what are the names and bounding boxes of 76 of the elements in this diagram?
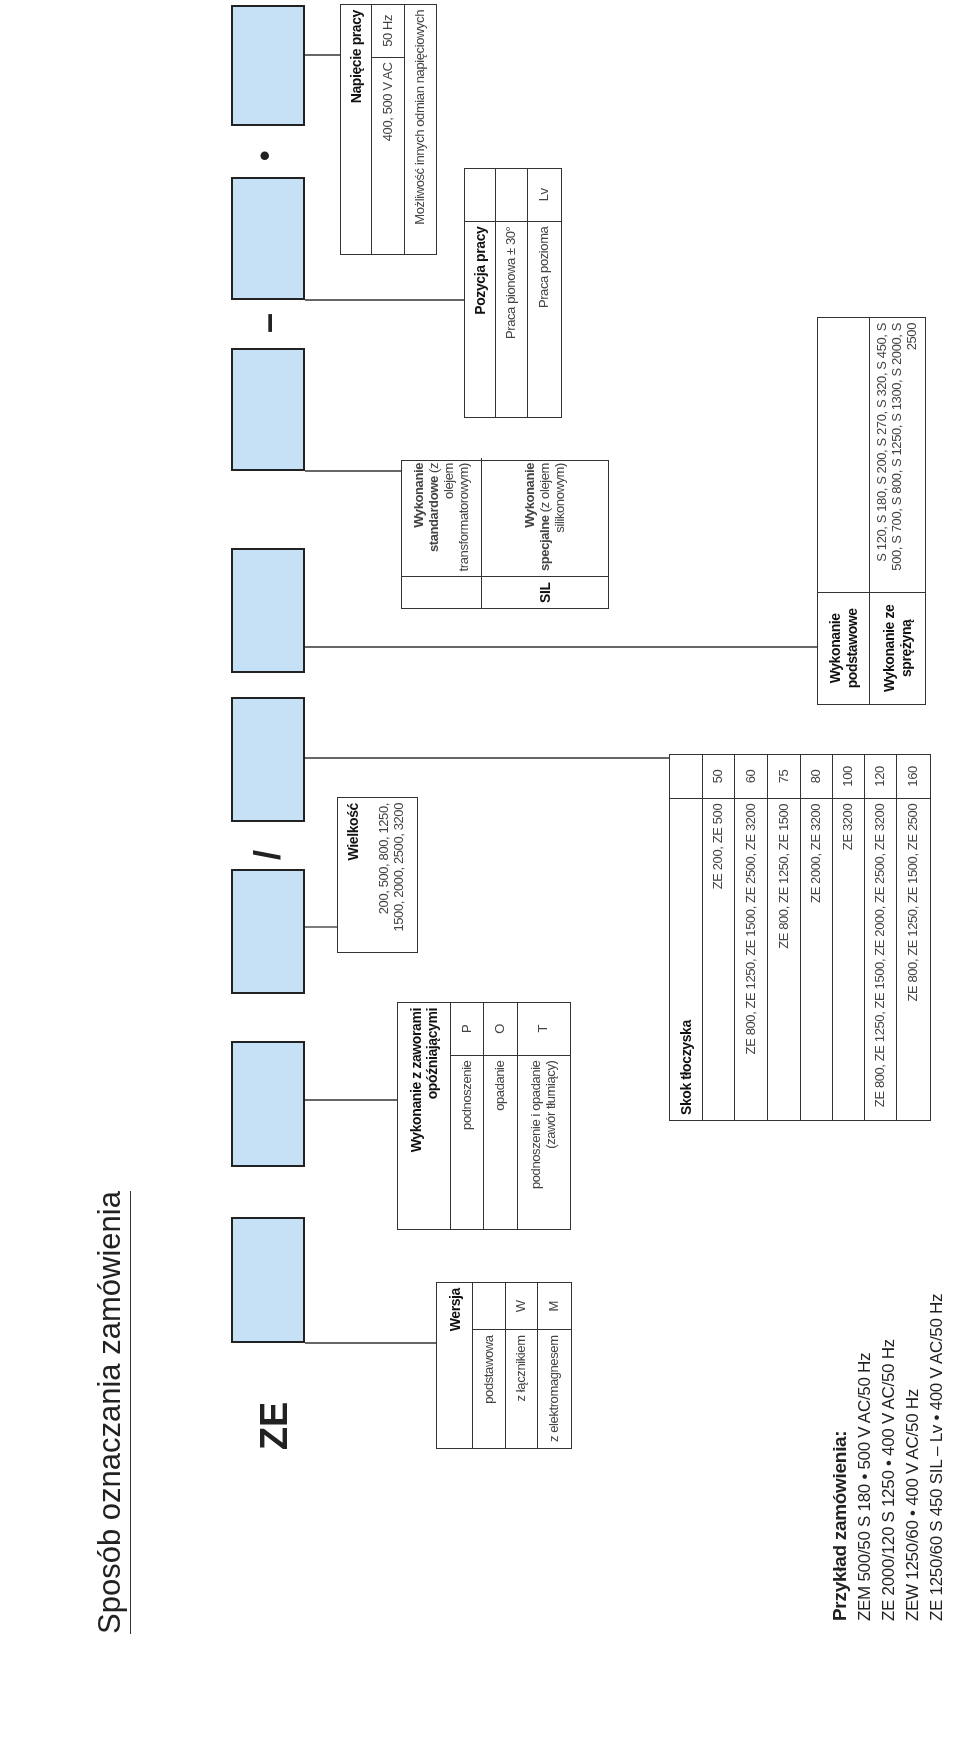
option-text: Praca pozioma xyxy=(527,220,561,417)
connector-line xyxy=(304,646,818,648)
table-heading: Wykonanie podstawowe xyxy=(818,591,870,704)
option-text: opadanie xyxy=(484,1054,518,1229)
option-text: ZE 800, ZE 1250, ZE 1500, ZE 2500 xyxy=(897,797,930,1120)
option-text: podstawowa xyxy=(473,1329,506,1448)
option-text: ZE 800, ZE 1250, ZE 1500 xyxy=(768,797,801,1120)
option-table xyxy=(337,797,418,953)
code-entry-box xyxy=(231,1217,305,1343)
option-text: podnoszenie xyxy=(451,1054,484,1229)
code-entry-box xyxy=(231,1041,305,1167)
code-entry-box xyxy=(231,348,305,471)
order-code: 75 xyxy=(768,755,801,798)
order-code: 100 xyxy=(832,755,865,798)
code-entry-box xyxy=(231,5,305,126)
option-table xyxy=(401,460,609,609)
table-heading: Napięcie pracy xyxy=(341,5,373,254)
separator-mark: / xyxy=(248,850,288,860)
option-table xyxy=(464,168,562,418)
option-text: 400, 500 V AC xyxy=(372,56,405,254)
option-table xyxy=(397,1002,571,1230)
order-code: P xyxy=(451,1003,484,1055)
option-text: Praca pionowa ± 30° xyxy=(496,220,528,417)
separator-mark: • xyxy=(248,150,281,161)
option-text: ZE 3200 xyxy=(832,797,865,1120)
table-heading: Wykonanie z zaworami opóźniającymi xyxy=(398,1003,452,1229)
order-code: O xyxy=(484,1003,518,1055)
option-text: ZE 800, ZE 1250, ZE 1500, ZE 2500, ZE 3200 xyxy=(735,797,769,1120)
option-text: z elektromagnesem xyxy=(538,1329,571,1448)
option-text: podnoszenie i opadanie (zawór tłumiący) xyxy=(517,1054,570,1229)
order-code: 50 Hz xyxy=(372,5,405,57)
table-heading: SIL xyxy=(482,576,608,608)
order-code: Lv xyxy=(534,187,552,204)
table-heading: Pozycja pracy xyxy=(465,220,497,417)
option-text: ZE 2000, ZE 3200 xyxy=(801,797,833,1120)
example-line: ZEM 500/50 S 180 • 500 V AC/50 Hz xyxy=(856,1352,875,1621)
option-table xyxy=(340,4,437,255)
connector-line xyxy=(304,1099,398,1101)
connector-line xyxy=(304,757,670,759)
option-text: z łącznikiem xyxy=(505,1329,539,1448)
connector-line xyxy=(304,1342,437,1344)
option-table xyxy=(436,1282,572,1449)
code-entry-box xyxy=(231,177,305,300)
order-code: 160 xyxy=(904,765,922,789)
code-entry-box xyxy=(231,869,305,994)
code-entry-box xyxy=(231,548,305,673)
code-prefix: ZE xyxy=(254,1402,296,1450)
option-table xyxy=(817,317,926,705)
table-heading: Wersja xyxy=(437,1283,474,1448)
connector-line xyxy=(304,54,341,56)
table-heading: Wielkość xyxy=(343,802,362,863)
option-table xyxy=(669,754,931,1121)
connector-line xyxy=(304,470,402,472)
option-text: S 120, S 180, S 200, S 270, S 320, S 450, S 500, S 700, S 800, S 1250, S 1300, S 2000, S 2500 xyxy=(873,322,920,573)
connector-line xyxy=(304,926,338,928)
separator-mark: – xyxy=(248,313,288,333)
option-text: Możliwość innych odmian napięciowych xyxy=(410,9,428,227)
option-text: 200, 500, 800, 1250, 1500, 2000, 2500, 3200 xyxy=(375,802,408,934)
order-code: 50 xyxy=(702,755,736,798)
page-title: Sposób oznaczania zamówienia xyxy=(92,1191,131,1634)
option-text: ZE 200, ZE 500 xyxy=(702,797,736,1120)
example-heading: Przykład zamówienia: xyxy=(830,1430,851,1621)
order-code: 80 xyxy=(801,755,833,798)
code-entry-box xyxy=(231,697,305,822)
order-code: M xyxy=(545,1300,563,1314)
example-line: ZE 2000/120 S 1250 • 400 V AC/50 Hz xyxy=(880,1339,899,1621)
order-code: 60 xyxy=(735,755,769,798)
order-code: T xyxy=(534,1023,552,1035)
order-code: 120 xyxy=(864,755,898,798)
table-heading: Wykonanie ze sprężyną xyxy=(870,591,925,704)
option-text: ZE 800, ZE 1250, ZE 1500, ZE 2000, ZE 2500, ZE 3200 xyxy=(864,797,898,1120)
example-line: ZE 1250/60 S 450 SIL – Lv • 400 V AC/50 Hz xyxy=(928,1293,947,1621)
connector-line xyxy=(304,299,465,301)
table-heading: Skok tłoczyska xyxy=(670,797,703,1120)
example-line: ZEW 1250/60 • 400 V AC/50 Hz xyxy=(904,1389,923,1621)
order-code: W xyxy=(505,1283,539,1330)
